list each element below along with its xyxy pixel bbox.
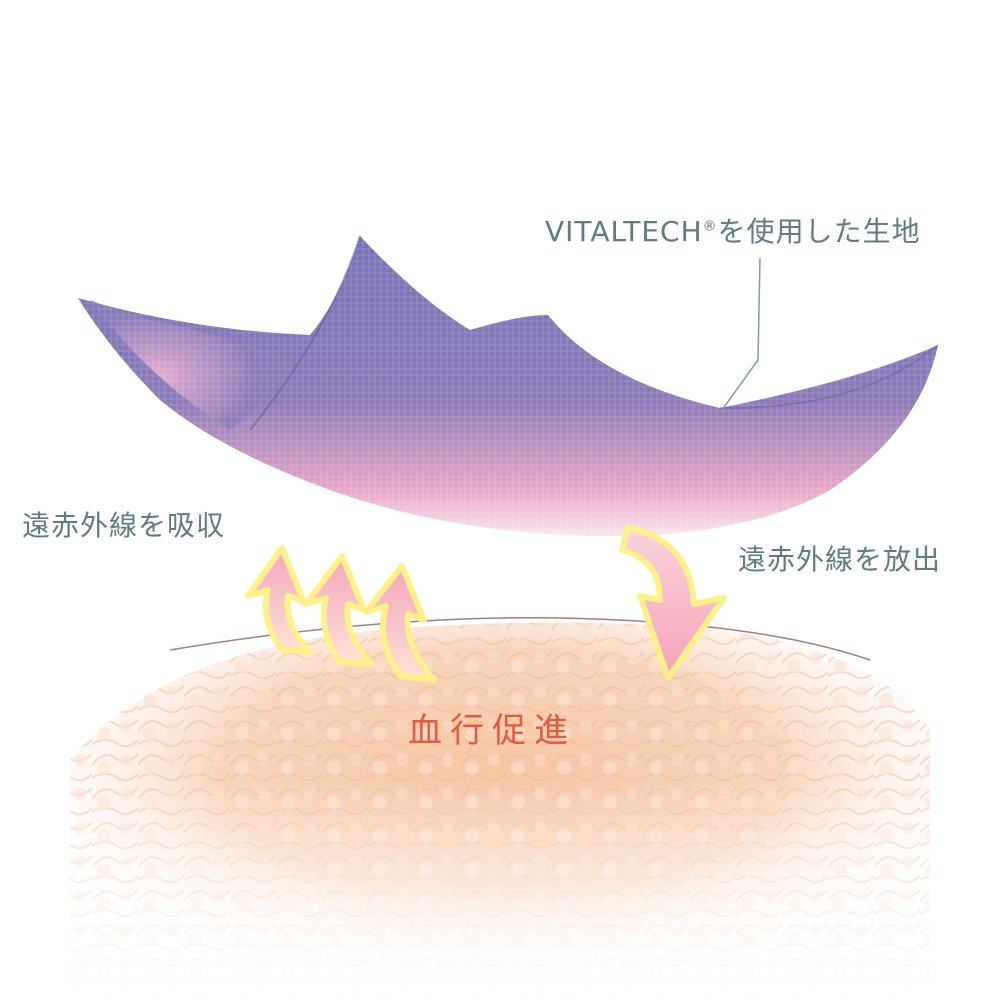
- registered-mark: ®: [702, 218, 718, 235]
- blood-flow-label: 血行促進: [408, 711, 576, 751]
- fabric-label: VITALTECH®を使用した生地: [545, 218, 921, 246]
- up-arrow-icon: [245, 545, 313, 655]
- skin-surface: [0, 617, 1000, 1000]
- up-arrow-icon: [303, 553, 375, 667]
- up-arrows: [245, 545, 437, 683]
- absorb-label: 遠赤外線を吸収: [22, 509, 226, 542]
- emit-label: 遠赤外線を放出: [738, 543, 942, 576]
- fabric-sheet: [78, 235, 939, 537]
- leader-line: [721, 257, 761, 411]
- up-arrow-icon: [363, 563, 437, 683]
- fabric-suffix: を使用した生地: [717, 215, 921, 248]
- fabric-brand: VITALTECH: [545, 215, 703, 248]
- down-arrow-icon: [619, 525, 727, 681]
